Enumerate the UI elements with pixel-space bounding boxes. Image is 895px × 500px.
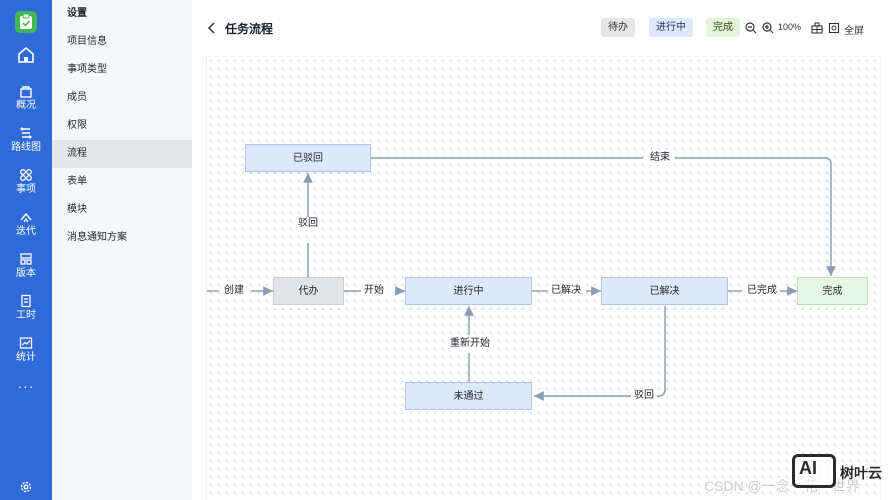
- edge-label-create[interactable]: 创建: [221, 284, 247, 298]
- rail-item-sprint[interactable]: 迭代: [0, 210, 52, 238]
- edge-label-complete[interactable]: 已完成: [744, 284, 780, 298]
- version-icon: [20, 253, 32, 265]
- rail-item-roadmap[interactable]: 路线图: [0, 126, 52, 154]
- node-not-passed[interactable]: 未通过: [405, 382, 532, 410]
- edge-finish-b: [675, 157, 836, 276]
- zoom-level: 100%: [778, 22, 802, 32]
- menu-item-project-info[interactable]: 项目信息: [67, 36, 107, 47]
- rail-item-timesheet[interactable]: 工时: [0, 294, 52, 322]
- watermark-logo-text: AI: [799, 458, 817, 478]
- watermark-name: 树叶云: [840, 465, 882, 481]
- rail-item-issues[interactable]: 事项: [0, 168, 52, 196]
- rail-item-label: 路线图: [11, 142, 41, 153]
- edge-label-finish[interactable]: 结束: [647, 151, 673, 165]
- timesheet-icon: [21, 294, 31, 308]
- workflow-edges: [207, 157, 836, 401]
- zoom-out-icon[interactable]: [745, 21, 757, 39]
- watermark-logo-box: [792, 454, 836, 488]
- rail-item-label: 统计: [16, 352, 36, 363]
- stats-icon: [19, 337, 33, 349]
- rail-item-label: 迭代: [16, 226, 36, 237]
- home-icon[interactable]: [17, 46, 35, 69]
- node-rejected[interactable]: 已驳回: [245, 144, 371, 172]
- rail-item-label: 概况: [16, 100, 36, 111]
- node-done[interactable]: 完成: [797, 277, 868, 305]
- gear-icon[interactable]: [19, 480, 33, 499]
- menu-item-notifications[interactable]: 消息通知方案: [67, 232, 127, 243]
- menu-item-permissions[interactable]: 权限: [67, 120, 87, 131]
- roadmap-icon: [20, 127, 32, 139]
- rail-item-label: 版本: [16, 268, 36, 279]
- page-title: 任务流程: [225, 22, 274, 36]
- zoom-in-icon[interactable]: [762, 21, 774, 39]
- settings-menu-title: 设置: [67, 8, 87, 19]
- fullscreen-label[interactable]: 全屏: [844, 26, 864, 37]
- menu-item-workflow[interactable]: 流程: [52, 140, 192, 168]
- layout-icon[interactable]: [811, 21, 823, 39]
- issues-icon: [20, 169, 32, 181]
- settings-menu: 设置 项目信息 事项类型 成员 权限 流程 表单 模块 消息通知方案: [52, 0, 192, 500]
- rail-item-overview[interactable]: 概况: [0, 84, 52, 112]
- page-header: 任务流程 待办 进行中 完成 100% 全屏: [192, 0, 895, 56]
- menu-item-forms[interactable]: 表单: [67, 176, 87, 187]
- edge-label-reject-back[interactable]: 驳回: [631, 389, 657, 403]
- edge-label-restart[interactable]: 重新开始: [447, 337, 493, 351]
- menu-item-issue-types[interactable]: 事项类型: [67, 64, 107, 75]
- edge-label-start[interactable]: 开始: [361, 284, 387, 298]
- more-icon[interactable]: ···: [17, 378, 35, 394]
- rail-item-stats[interactable]: 统计: [0, 336, 52, 364]
- rail-item-version[interactable]: 版本: [0, 252, 52, 280]
- node-in-progress[interactable]: 进行中: [405, 277, 532, 305]
- edge-label-resolve[interactable]: 已解决: [548, 284, 584, 298]
- status-chip-todo[interactable]: 待办: [601, 18, 635, 37]
- edge-reject-back-a: [653, 306, 666, 397]
- back-icon[interactable]: [207, 21, 217, 39]
- node-resolved[interactable]: 已解决: [601, 277, 728, 305]
- menu-item-members[interactable]: 成员: [67, 92, 87, 103]
- fullscreen-icon[interactable]: [828, 21, 840, 39]
- app-logo[interactable]: [15, 11, 37, 33]
- status-chip-done[interactable]: 完成: [706, 18, 740, 37]
- app-rail: 概况 路线图 事项 迭代 版本 工时 统计 ···: [0, 0, 52, 500]
- overview-icon: [20, 86, 32, 98]
- edge-label-reject-up[interactable]: 驳回: [295, 217, 321, 231]
- sprint-icon: [20, 212, 32, 223]
- watermark-csdn: CSDN @一念一花一世界: [704, 478, 860, 494]
- node-proxy[interactable]: 代办: [273, 277, 344, 305]
- rail-item-label: 事项: [16, 184, 36, 195]
- status-chip-in-progress[interactable]: 进行中: [649, 18, 693, 37]
- menu-item-modules[interactable]: 模块: [67, 204, 87, 215]
- workflow-canvas[interactable]: 已驳回 代办 进行中 已解决 完成 未通过 创建 开始 已解决 已完成 驳回 结…: [206, 56, 881, 500]
- rail-item-label: 工时: [16, 310, 36, 321]
